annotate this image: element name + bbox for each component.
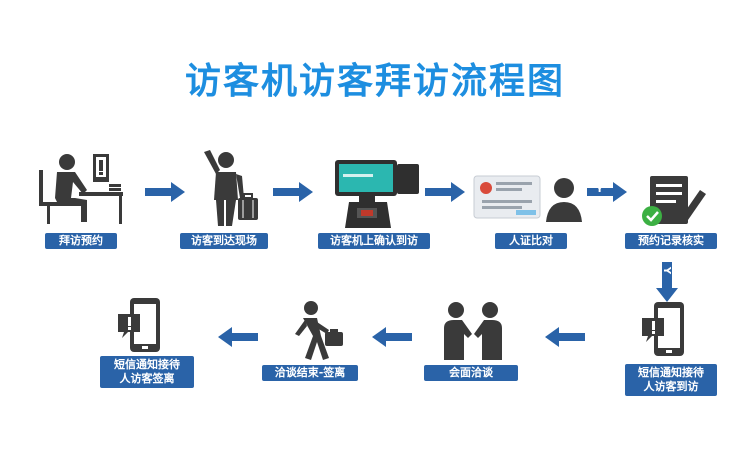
id-card-and-person-icon xyxy=(473,175,582,222)
arrow-left-icon xyxy=(218,327,258,347)
document-check-icon xyxy=(642,176,706,226)
phone-alert-icon xyxy=(642,302,684,356)
step-appointment xyxy=(35,150,125,225)
step-id-verification xyxy=(472,172,582,227)
branch-y-label-down: Y xyxy=(661,266,673,275)
step-appointment-label: 拜访预约 xyxy=(45,233,117,249)
step-arrival xyxy=(190,148,265,228)
visitor-kiosk-icon xyxy=(335,160,419,228)
arrow-right-icon xyxy=(587,182,627,202)
step-kiosk-confirm xyxy=(333,150,423,230)
step-sms-arrival-label: 短信通知接待 人访客到访 xyxy=(625,364,717,396)
walking-person-icon xyxy=(295,301,343,360)
arrow-down-icon xyxy=(656,262,678,302)
step-sms-arrival-line1: 短信通知接待 xyxy=(638,366,704,379)
step-sms-arrival-line2: 人访客到访 xyxy=(643,380,699,393)
step-meeting xyxy=(438,300,508,362)
person-at-desk-icon xyxy=(39,154,123,224)
step-sms-departure xyxy=(116,296,166,356)
step-sms-arrival xyxy=(640,300,690,360)
arrow-right-icon xyxy=(145,182,185,202)
step-arrival-label: 访客到达现场 xyxy=(180,233,268,249)
phone-alert-icon xyxy=(118,298,160,352)
step-sms-departure-line2: 人访客签离 xyxy=(119,372,175,385)
step-sms-departure-line1: 短信通知接待 xyxy=(114,358,180,371)
step-sms-departure-label: 短信通知接待 人访客签离 xyxy=(100,356,194,388)
visitor-with-suitcase-icon xyxy=(204,150,258,226)
arrow-right-icon xyxy=(425,182,465,202)
arrow-left-icon xyxy=(545,327,585,347)
step-record-check-label: 预约记录核实 xyxy=(625,233,717,249)
step-kiosk-confirm-label: 访客机上确认到访 xyxy=(318,233,430,249)
arrow-right-icon xyxy=(273,182,313,202)
arrow-left-icon xyxy=(372,327,412,347)
step-record-check xyxy=(640,172,710,232)
step-sign-out xyxy=(285,300,347,362)
page-title: 访客机访客拜访流程图 xyxy=(184,61,565,102)
step-id-verification-label: 人证比对 xyxy=(495,233,567,249)
step-sign-out-label: 洽谈结束-签离 xyxy=(262,365,358,381)
handshake-icon xyxy=(444,302,502,360)
step-meeting-label: 会面洽谈 xyxy=(424,365,518,381)
branch-y-label: Y xyxy=(596,184,604,195)
